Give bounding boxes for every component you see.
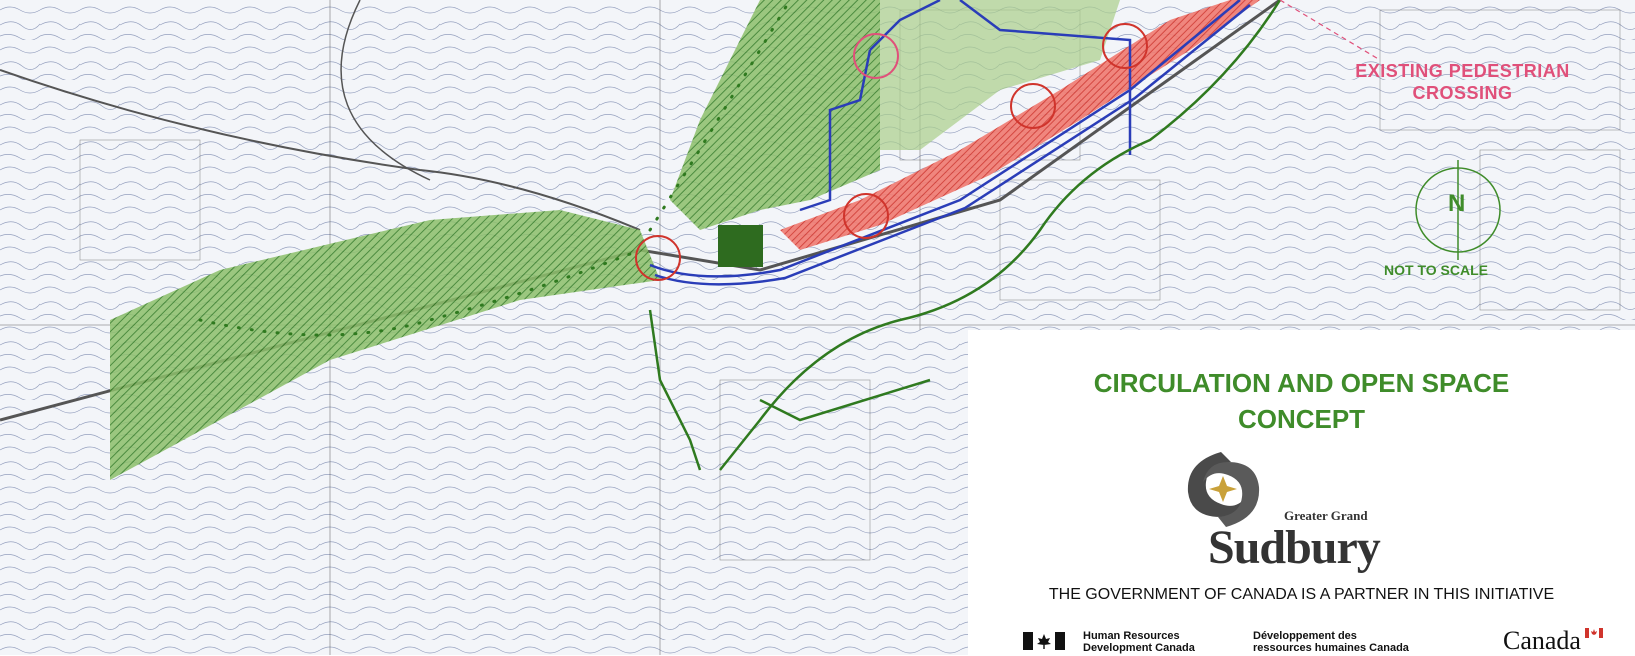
crossing-circle — [1102, 23, 1148, 69]
map-title: CIRCULATION AND OPEN SPACE CONCEPT — [968, 365, 1635, 437]
government-signature: Human Resources Development Canada Dével… — [1023, 626, 1623, 655]
partner-statement: THE GOVERNMENT OF CANADA IS A PARTNER IN… — [1048, 586, 1555, 603]
crossing-markers — [635, 23, 1148, 281]
pedestrian-leader-line — [1279, 0, 1381, 61]
crossing-circle — [1010, 83, 1056, 129]
department-name-en: Human Resources Development Canada — [1083, 630, 1195, 654]
canada-flag-icon — [1023, 632, 1065, 650]
sudbury-logo-icon — [1187, 452, 1260, 527]
dotted-trail-north — [648, 0, 792, 232]
road-loop — [340, 0, 431, 181]
north-arrow-icon — [1415, 160, 1501, 260]
road-west — [0, 69, 641, 231]
department-name-fr: Développement des ressources humaines Ca… — [1253, 630, 1409, 654]
open-space-park — [880, 0, 1120, 150]
department-name-en-line1: Human Resources — [1083, 630, 1180, 642]
crossing-circle — [843, 193, 889, 239]
canada-wordmark-flag-icon — [1585, 628, 1603, 638]
crossing-circle — [635, 235, 681, 281]
not-to-scale-label: NOT TO SCALE — [1384, 262, 1488, 278]
logo-subtext: Greater Grand — [1284, 508, 1368, 523]
department-name-en-line2: Development Canada — [1083, 642, 1195, 654]
canada-wordmark: Canada — [1503, 626, 1581, 655]
pedestrian-crossing-label: EXISTING PEDESTRIAN CROSSING — [1355, 61, 1570, 103]
map-title-line1: CIRCULATION AND OPEN SPACE — [1093, 368, 1510, 398]
department-name-fr-line1: Développement des — [1253, 630, 1357, 642]
park-block — [718, 225, 763, 267]
dotted-trail — [198, 248, 642, 337]
logo-wordmark: Sudbury — [1208, 521, 1381, 574]
north-letter: N — [1448, 190, 1466, 217]
crossing-circle-pink — [853, 33, 899, 79]
department-name-fr-line2: ressources humaines Canada — [1253, 642, 1409, 654]
open-space-north — [670, 0, 880, 230]
title-block: CIRCULATION AND OPEN SPACE CONCEPT Great… — [968, 330, 1635, 655]
trail-network — [648, 0, 1282, 471]
road-network — [649, 0, 1251, 286]
map-title-line2: CONCEPT — [1237, 404, 1366, 434]
open-space-corridor — [110, 210, 660, 480]
